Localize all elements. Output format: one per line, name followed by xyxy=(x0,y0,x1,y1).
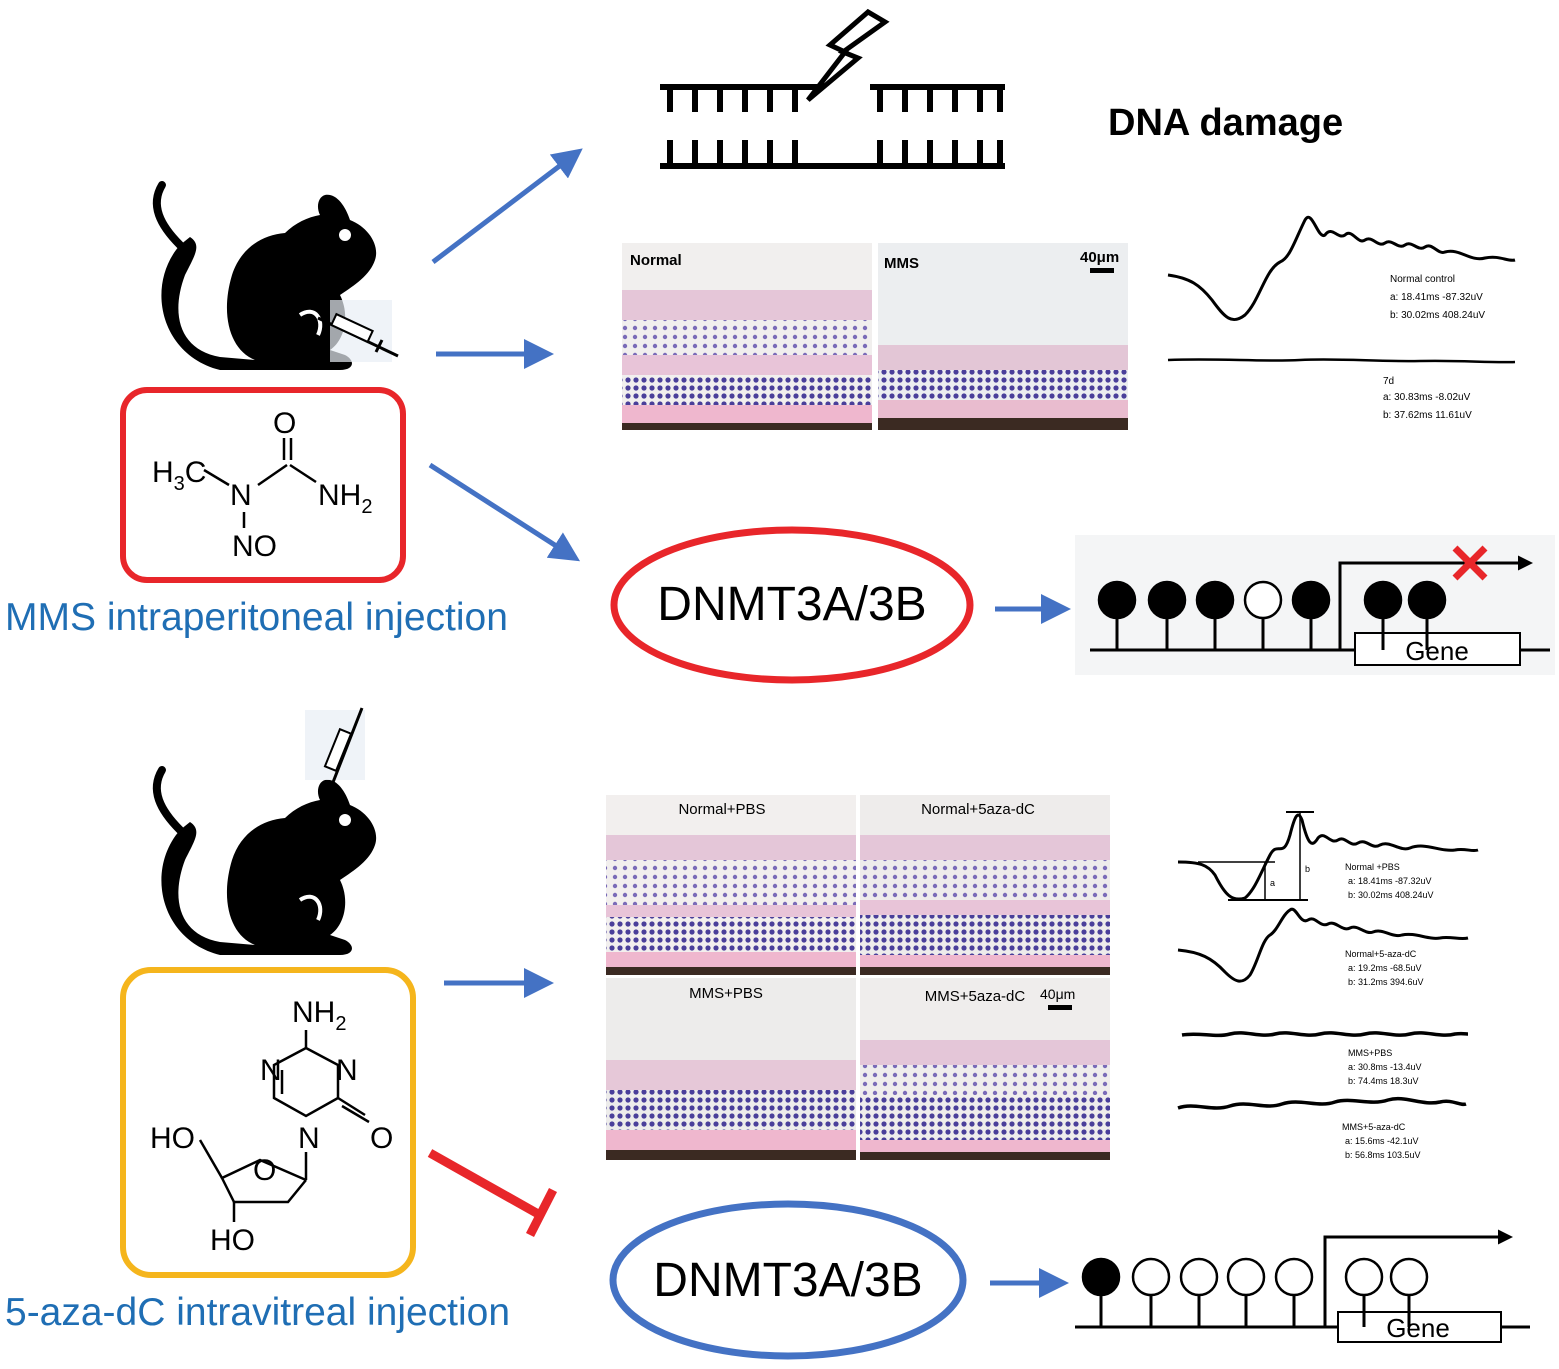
unmethylated-cpg-site xyxy=(1274,1257,1314,1297)
histology-label-mms-aza: MMS+5aza-dC xyxy=(925,988,1026,1005)
erg-g3-title: MMS+PBS xyxy=(1348,1048,1392,1058)
unmethylated-cpg-site xyxy=(1179,1257,1219,1297)
erg-7d-title: 7d xyxy=(1383,376,1394,387)
erg-g2-b: b: 31.2ms 394.6uV xyxy=(1348,977,1424,987)
histology-panel-mms-aza: MMS+5aza-dC 40μm xyxy=(860,978,1110,1160)
no-group: NO xyxy=(232,530,277,563)
dnmt-ellipse-top xyxy=(610,526,974,684)
histology-label-normal-aza: Normal+5aza-dC xyxy=(921,801,1035,818)
aza-compound-box: NH2 N N N O O HO HO xyxy=(120,967,416,1278)
keto-o: O xyxy=(370,1122,393,1155)
lightning-bolt-icon xyxy=(806,8,890,102)
erg-g2-title: Normal+5-aza-dC xyxy=(1345,949,1417,959)
arrow-to-dna-damage xyxy=(431,148,583,264)
h3c-group: H3C xyxy=(152,456,206,495)
erg-g2-a: a: 19.2ms -68.5uV xyxy=(1348,963,1422,973)
erg-normal-b: b: 30.02ms 408.24uV xyxy=(1390,310,1485,321)
methylated-cpg-site xyxy=(1291,580,1331,620)
scale-bar-top xyxy=(1090,268,1114,273)
mms-injection-label: MMS intraperitoneal injection xyxy=(5,596,508,639)
methylated-cpg-site xyxy=(1081,1257,1121,1297)
erg-g4-b: b: 56.8ms 103.5uV xyxy=(1345,1150,1421,1160)
erg-normal-title: Normal control xyxy=(1390,274,1455,285)
erg-g4-title: MMS+5-aza-dC xyxy=(1342,1122,1406,1132)
ho-top: HO xyxy=(150,1122,195,1155)
erg-marker-a: a xyxy=(1270,878,1275,888)
scale-bar-label-bottom: 40μm xyxy=(1040,986,1075,1002)
nh2-group: NH2 xyxy=(318,479,372,518)
aza-injection-label: 5-aza-dC intravitreal injection xyxy=(5,1291,510,1334)
methylated-cpg-site xyxy=(1363,580,1403,620)
o-atom: O xyxy=(273,407,296,440)
histology-label-normal-pbs: Normal+PBS xyxy=(678,801,765,818)
histology-label-mms-pbs: MMS+PBS xyxy=(689,985,763,1002)
dna-damage-label: DNA damage xyxy=(1108,102,1343,144)
histology-panel-normal: Normal xyxy=(622,243,872,430)
histology-panel-mms: MMS 40μm xyxy=(878,243,1128,430)
erg-traces-top: Normal control a: 18.41ms -87.32uV b: 30… xyxy=(1167,215,1516,421)
scale-bar-label-top: 40μm xyxy=(1080,249,1119,266)
mouse-illustration-bottom xyxy=(157,707,376,955)
histology-label-normal: Normal xyxy=(630,252,682,269)
ring-n-right: N xyxy=(336,1054,358,1087)
histology-panel-mms-pbs: MMS+PBS xyxy=(606,978,856,1160)
mouse-illustration-top xyxy=(157,185,399,370)
ring-o: O xyxy=(253,1154,276,1187)
histology-panel-normal-pbs: Normal+PBS xyxy=(606,795,856,975)
dna-ladder-icon xyxy=(660,84,1005,169)
erg-g1-title: Normal +PBS xyxy=(1345,862,1400,872)
ring-n-bottom: N xyxy=(298,1122,320,1155)
gene-label-top: Gene xyxy=(1405,636,1469,666)
erg-traces-bottom: a b Normal +PBS a: 18.41ms -87.32uV b: 3… xyxy=(1177,811,1479,1160)
unmethylated-cpg-site xyxy=(1389,1257,1429,1297)
n-atom: N xyxy=(230,479,252,512)
methylated-cpg-site xyxy=(1097,580,1137,620)
methylated-cpg-site xyxy=(1407,580,1447,620)
unmethylated-cpg-site xyxy=(1131,1257,1171,1297)
erg-g4-a: a: 15.6ms -42.1uV xyxy=(1345,1136,1419,1146)
histology-panel-normal-aza: Normal+5aza-dC xyxy=(860,795,1110,975)
methylation-diagram-bottom: Gene xyxy=(1075,1229,1530,1343)
nh2-group: NH2 xyxy=(292,996,346,1035)
syringe-icon xyxy=(305,707,365,791)
histology-label-mms: MMS xyxy=(884,255,919,272)
syringe-icon xyxy=(317,300,399,362)
ho-bottom: HO xyxy=(210,1224,255,1257)
dnmt-ellipse-bottom xyxy=(609,1200,967,1360)
erg-g1-a: a: 18.41ms -87.32uV xyxy=(1348,876,1432,886)
methylated-cpg-site xyxy=(1147,580,1187,620)
methylation-diagram-top: Gene xyxy=(1075,535,1555,675)
erg-g3-b: b: 74.4ms 18.3uV xyxy=(1348,1076,1419,1086)
scale-bar-bottom xyxy=(1048,1005,1072,1010)
erg-marker-b: b xyxy=(1305,864,1310,874)
mms-compound-box: H3C N O NH2 NO xyxy=(120,387,406,583)
inhibition-arrow xyxy=(427,1149,558,1238)
erg-g3-a: a: 30.8ms -13.4uV xyxy=(1348,1062,1422,1072)
gene-label-bottom: Gene xyxy=(1386,1313,1450,1343)
unmethylated-cpg-site xyxy=(1226,1257,1266,1297)
erg-7d-a: a: 30.83ms -8.02uV xyxy=(1383,392,1471,403)
unmethylated-cpg-site xyxy=(1243,580,1283,620)
arrow-to-dnmt-top xyxy=(428,462,581,562)
dnmt-label-bottom: DNMT3A/3B xyxy=(653,1254,922,1307)
ring-n-left: N xyxy=(260,1054,282,1087)
erg-7d-b: b: 37.62ms 11.61uV xyxy=(1383,410,1472,421)
dnmt-label-top: DNMT3A/3B xyxy=(657,578,926,631)
erg-g1-b: b: 30.02ms 408.24uV xyxy=(1348,890,1434,900)
methylated-cpg-site xyxy=(1195,580,1235,620)
erg-normal-a: a: 18.41ms -87.32uV xyxy=(1390,292,1483,303)
unmethylated-cpg-site xyxy=(1344,1257,1384,1297)
